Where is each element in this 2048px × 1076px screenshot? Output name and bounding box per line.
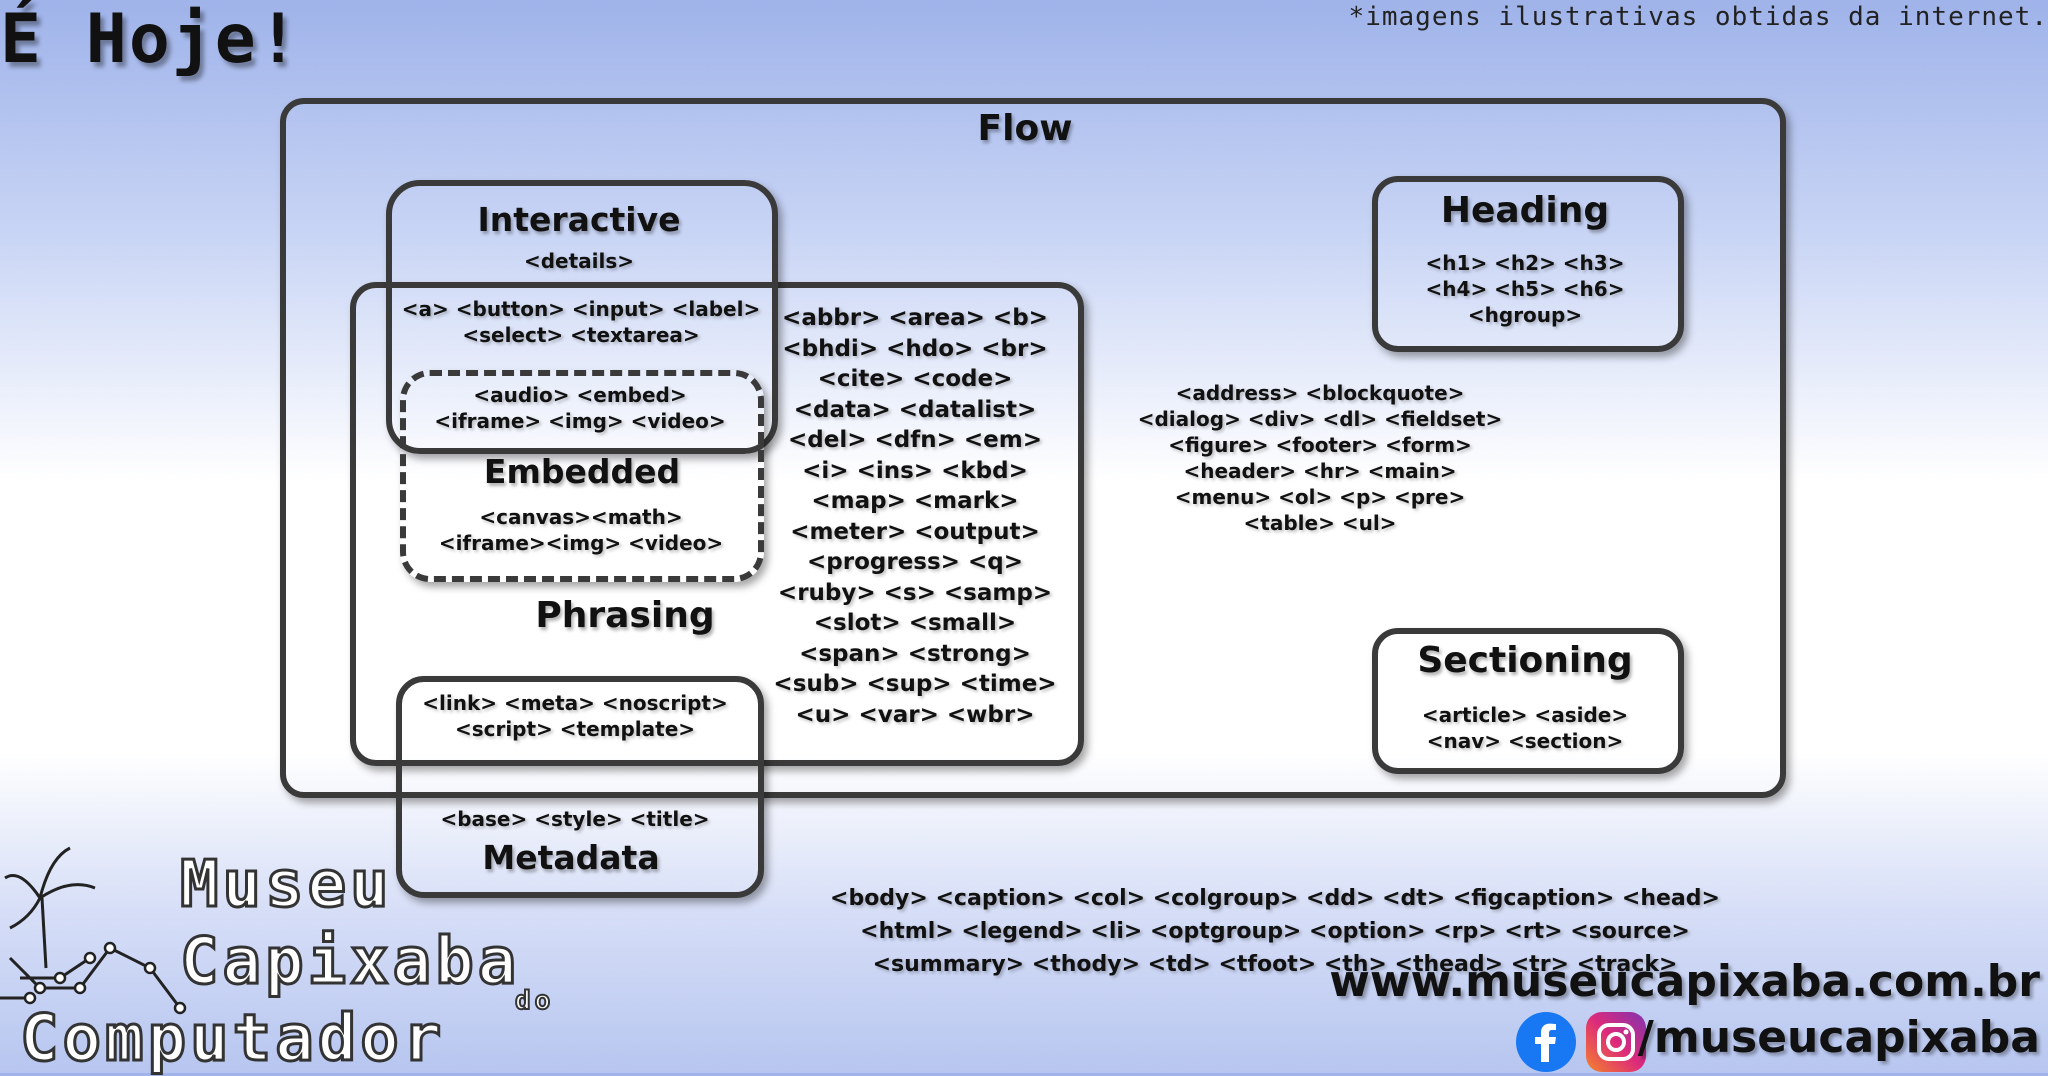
flow-box xyxy=(280,98,1786,798)
embedded-tags: <canvas><math> <iframe><img> <video> xyxy=(438,505,724,555)
image-credit-note: *imagens ilustrativas obtidas da interne… xyxy=(1348,2,2048,32)
logo-word-do: do xyxy=(514,985,555,1017)
heading-tags: <h1> <h2> <h3> <h4> <h5> <h6> <hgroup> xyxy=(1425,251,1625,327)
embedded-label: Embedded xyxy=(483,452,681,491)
heading-label: Heading xyxy=(1440,190,1610,231)
logo-line-museu: Museu xyxy=(179,847,393,924)
phrasing-box xyxy=(350,282,1084,766)
interactive-tags: <details> xyxy=(523,249,635,273)
phrasing-tags: <abbr> <area> <b> <bhdi> <hdo> <br> <cit… xyxy=(773,305,1057,728)
logo-line-capixaba: Capixaba xyxy=(178,924,521,1001)
sectioning-label: Sectioning xyxy=(1417,640,1633,681)
metadata-label: Metadata xyxy=(482,838,660,877)
page-title: É Hoje! xyxy=(0,0,301,79)
interactive-phrasing-tags: <a> <button> <input> <label> <select> <t… xyxy=(401,297,761,347)
instagram-icon[interactable] xyxy=(1586,1012,1646,1072)
social-handle[interactable]: /museucapixaba xyxy=(1637,1012,2040,1063)
website-url[interactable]: www.museucapixaba.com.br xyxy=(1329,956,2040,1007)
metadata-box xyxy=(396,676,764,898)
uncategorized-tags: <body> <caption> <col> <colgroup> <dd> <… xyxy=(830,886,1720,977)
metadata-tags: <base> <style> <title> xyxy=(440,807,710,831)
embedded-interactive-tags: <audio> <embed> <iframe> <img> <video> xyxy=(434,383,726,433)
embedded-box xyxy=(400,370,764,582)
facebook-icon[interactable] xyxy=(1516,1012,1576,1072)
flow-tags: <address> <blockquote> <dialog> <div> <d… xyxy=(1137,381,1503,535)
flow-label: Flow xyxy=(977,108,1073,149)
interactive-box xyxy=(386,180,778,454)
logo-line-computador: Computador xyxy=(18,1001,446,1076)
heading-box xyxy=(1372,176,1684,352)
interactive-label: Interactive xyxy=(477,200,681,239)
sectioning-tags: <article> <aside> <nav> <section> xyxy=(1421,703,1629,753)
phrasing-label: Phrasing xyxy=(535,595,715,636)
metadata-phrasing-tags: <link> <meta> <noscript> <script> <templ… xyxy=(422,691,728,741)
palm-tree-circuit-icon xyxy=(0,838,220,1018)
sectioning-box xyxy=(1372,628,1684,774)
